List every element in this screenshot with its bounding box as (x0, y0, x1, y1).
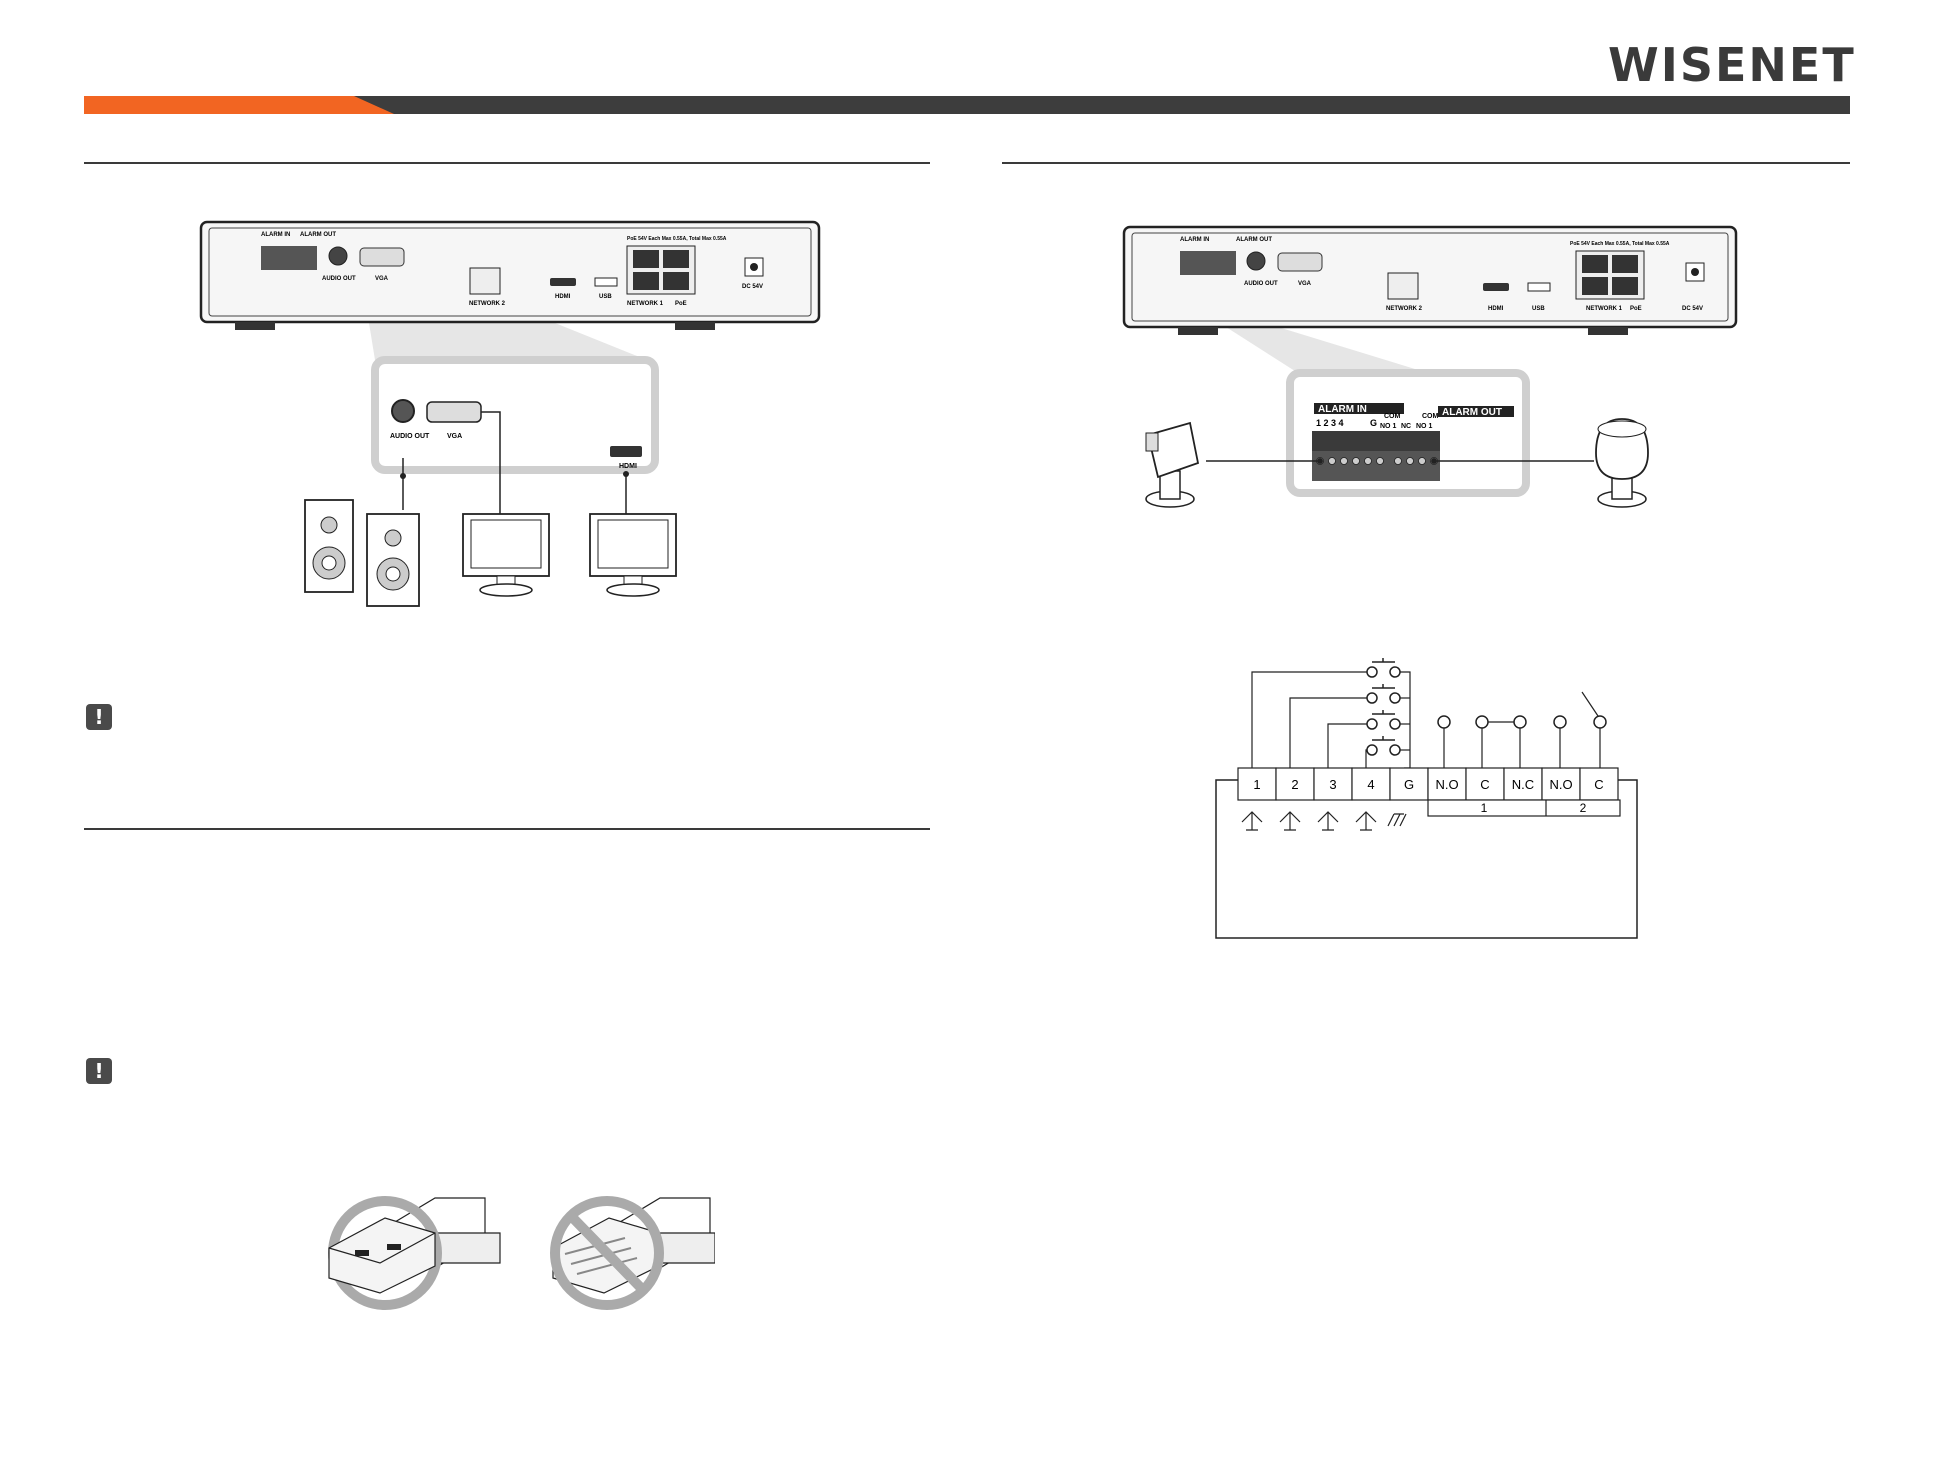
usb-correct-icon (328, 1196, 501, 1310)
monitor-icon (589, 513, 677, 597)
terminal-label: G (1404, 777, 1414, 792)
svg-text:COM: COM (1422, 413, 1439, 420)
svg-text:ALARM IN: ALARM IN (261, 232, 290, 238)
wisenet-logo: WISENET (1608, 38, 1856, 92)
svg-text:VGA: VGA (375, 276, 389, 282)
svg-text:VGA: VGA (1298, 281, 1312, 287)
svg-text:AUDIO OUT: AUDIO OUT (1244, 281, 1278, 287)
audio-out-jack (1246, 251, 1266, 271)
usb-orientation-illustration (328, 1196, 715, 1310)
svg-text:1 2 3 4: 1 2 3 4 (1316, 418, 1344, 428)
section-rule-right-top (1002, 162, 1850, 164)
svg-text:ALARM IN: ALARM IN (1318, 404, 1367, 415)
svg-text:NETWORK 2: NETWORK 2 (1386, 306, 1423, 312)
svg-text:COM: COM (1384, 413, 1401, 420)
terminal-label: 2 (1291, 777, 1298, 792)
svg-text:HDMI: HDMI (555, 294, 571, 300)
svg-text:PoE 54V Each Max 0.55A, Total: PoE 54V Each Max 0.55A, Total Max 0.55A (627, 236, 727, 242)
note-icon: ! (86, 1058, 112, 1084)
svg-text:PoE 54V Each Max 0.55A, Total: PoE 54V Each Max 0.55A, Total Max 0.55A (1570, 241, 1670, 247)
terminal-label: C (1594, 777, 1603, 792)
svg-text:DC 54V: DC 54V (742, 284, 763, 290)
svg-text:NO 1: NO 1 (1416, 423, 1432, 430)
network2-port (469, 267, 501, 295)
note-icon: ! (86, 704, 112, 730)
alarm-connection-diagram: ALARM IN ALARM OUT AUDIO OUT VGA NETWORK… (1122, 225, 1738, 508)
svg-text:ALARM OUT: ALARM OUT (1236, 237, 1272, 243)
speaker-icon (366, 513, 420, 607)
svg-text:PoE: PoE (675, 301, 687, 307)
svg-text:VGA: VGA (447, 433, 462, 440)
audio-out-jack (328, 246, 348, 266)
vga-port (1277, 252, 1323, 272)
svg-text:HDMI: HDMI (619, 463, 637, 470)
terminal-label: 1 (1253, 777, 1260, 792)
header-band (84, 96, 1850, 114)
zoom-cone (1226, 327, 1428, 373)
svg-text:NETWORK 1: NETWORK 1 (627, 301, 664, 307)
svg-text:USB: USB (599, 294, 612, 300)
monitor-icon (462, 513, 550, 597)
terminal-cell (1389, 767, 1429, 801)
output-group-label: 2 (1580, 801, 1587, 815)
terminal-cell (1275, 767, 1315, 801)
alarm-out-tag (1438, 406, 1514, 417)
svg-text:NC: NC (1401, 423, 1411, 430)
terminal-cell (1313, 767, 1353, 801)
alarm-wiring-schematic: 1 2 3 4 G N.O C N.C N.O C 1 2 (1215, 658, 1638, 939)
zoom-vga-port (426, 401, 482, 423)
header-band-dark (84, 96, 1850, 114)
output-group-label: 1 (1481, 801, 1488, 815)
svg-text:NO 1: NO 1 (1380, 423, 1396, 430)
svg-text:ALARM IN: ALARM IN (1180, 237, 1209, 243)
svg-text:AUDIO OUT: AUDIO OUT (322, 276, 356, 282)
usb-port (1527, 282, 1551, 292)
hdmi-port (1483, 283, 1509, 291)
zoom-audio-out-jack (391, 399, 415, 423)
terminal-label: N.C (1512, 777, 1534, 792)
vga-port (359, 247, 405, 267)
svg-text:DC 54V: DC 54V (1682, 306, 1703, 312)
svg-text:ALARM OUT: ALARM OUT (300, 232, 336, 238)
svg-text:PoE: PoE (1630, 306, 1642, 312)
svg-text:USB: USB (1532, 306, 1545, 312)
zoom-cone (369, 323, 647, 360)
svg-text:G: G (1370, 418, 1377, 428)
hdmi-port (550, 278, 576, 286)
siren-icon (1595, 418, 1649, 508)
terminal-cell (1541, 767, 1581, 801)
header-band-accent (84, 96, 394, 114)
terminal-cell (1237, 767, 1277, 801)
alarm-terminal-block (261, 246, 317, 270)
terminal-label: N.O (1549, 777, 1572, 792)
svg-text:NETWORK 1: NETWORK 1 (1586, 306, 1623, 312)
network2-port (1387, 272, 1419, 300)
terminal-cell (1351, 767, 1391, 801)
section-rule-left-top (84, 162, 930, 164)
terminal-label: N.O (1435, 777, 1458, 792)
svg-text:ALARM OUT: ALARM OUT (1442, 407, 1502, 418)
usb-port (594, 277, 618, 287)
svg-text:AUDIO OUT: AUDIO OUT (390, 433, 430, 440)
terminal-label: 4 (1367, 777, 1374, 792)
svg-text:NETWORK 2: NETWORK 2 (469, 301, 506, 307)
alarm-terminal-block (1180, 251, 1236, 275)
section-rule-left-mid (84, 828, 930, 830)
sensor-icon (1145, 421, 1200, 508)
terminal-label: 3 (1329, 777, 1336, 792)
svg-text:HDMI: HDMI (1488, 306, 1504, 312)
av-connection-diagram: ALARM IN ALARM OUT AUDIO OUT VGA NETWORK… (199, 220, 821, 607)
terminal-label: C (1480, 777, 1489, 792)
speaker-icon (304, 499, 354, 593)
alarm-in-tag (1314, 403, 1404, 414)
output-group-row (1427, 799, 1621, 817)
usb-incorrect-icon (550, 1196, 715, 1310)
zoom-hdmi-port (610, 446, 642, 457)
terminal-strip: 1 2 3 4 G N.O C N.C N.O C (1237, 767, 1619, 801)
av-zoom-panel (371, 356, 659, 474)
